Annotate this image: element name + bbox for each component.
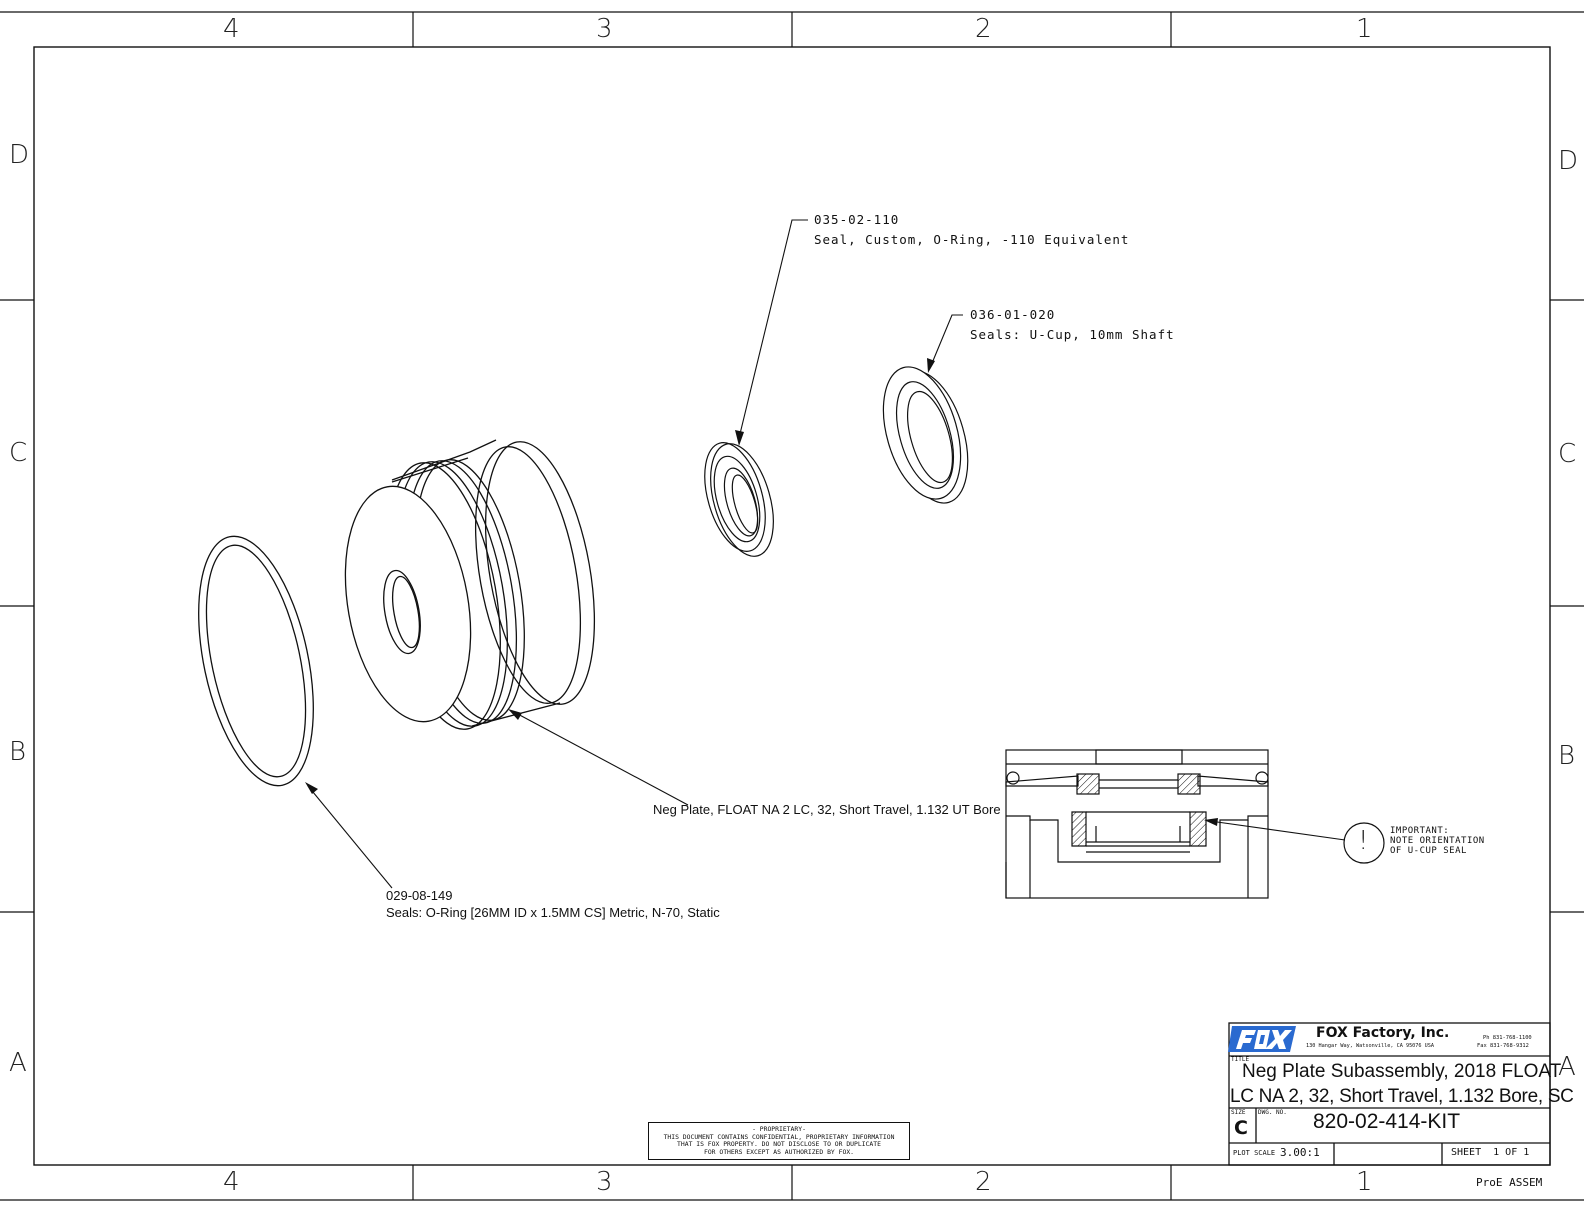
zone-row-left-a: A [9,1048,27,1078]
zone-row-right-c: C [1558,439,1577,469]
drawing-title-line-2: LC NA 2, 32, Short Travel, 1.132 Bore, S… [1230,1086,1574,1107]
proprietary-line-4: FOR OTHERS EXCEPT AS AUTHORIZED BY FOX. [703,1147,855,1156]
proprietary-line-2: THIS DOCUMENT CONTAINS CONFIDENTIAL, PRO… [663,1132,895,1141]
oring-description: Seals: O-Ring [26MM ID x 1.5MM CS] Metri… [386,905,720,920]
important-line-1: IMPORTANT: [1390,826,1450,836]
ucup-description: Seals: U-Cup, 10mm Shaft [970,327,1175,342]
zone-row-right-b: B [1558,741,1576,771]
company-fax: Fax 831-768-9312 [1477,1043,1529,1049]
leader-ucup [929,314,963,369]
zone-row-right-a: A [1558,1052,1576,1082]
proprietary-line-1: - PROPRIETARY- [752,1125,806,1133]
zone-col-bottom-1: 1 [1356,1167,1373,1197]
proprietary-line-3: THAT IS FOX PROPERTY. DO NOT DISCLOSE TO… [677,1140,881,1148]
ucup-part-number: 036-01-020 [970,307,1056,322]
zone-row-left-d: D [9,140,30,170]
seal-custom-part [704,442,774,557]
ucup-part [882,366,969,504]
leader-important [1209,820,1346,841]
oring-part-number: 029-08-149 [386,888,453,903]
title-label: TITLE [1231,1056,1250,1063]
important-line-3: OF U-CUP SEAL [1390,846,1467,856]
important-circle [1343,822,1385,864]
callout-oring: 029-08-149 Seals: O-Ring [26MM ID x 1.5M… [386,887,720,921]
section-view [1005,749,1269,899]
drawing-title-line-1: Neg Plate Subassembly, 2018 FLOAT [1242,1061,1562,1082]
zone-col-top-1: 1 [1356,14,1373,44]
seal-custom-part-number: 035-02-110 [814,212,900,227]
company-phone: Ph 831-768-1100 [1483,1035,1532,1041]
zone-col-bottom-2: 2 [975,1167,992,1197]
company-name: FOX Factory, Inc. [1316,1025,1450,1041]
neg-plate-part [344,439,596,730]
size-label: SIZE [1231,1109,1246,1116]
size-value: C [1234,1117,1248,1139]
zone-col-top-2: 2 [975,14,992,44]
zone-col-bottom-4: 4 [223,1167,240,1197]
zone-row-left-c: C [9,438,28,468]
callout-ucup: 036-01-020 Seals: U-Cup, 10mm Shaft [970,305,1175,345]
zone-row-right-d: D [1558,146,1579,176]
proe-assem-footer: ProE ASSEM [1476,1176,1543,1189]
title-block [1228,1022,1551,1166]
zone-col-bottom-3: 3 [596,1167,613,1197]
proprietary-notice: - PROPRIETARY- THIS DOCUMENT CONTAINS CO… [648,1122,910,1160]
callout-seal-custom: 035-02-110 Seal, Custom, O-Ring, -110 Eq… [814,210,1129,250]
company-address: 130 Hangar Way, Watsonville, CA 95076 US… [1306,1043,1435,1049]
plot-scale-label: PLOT SCALE [1233,1149,1276,1157]
fox-logo [1228,1026,1296,1052]
callout-important: IMPORTANT: NOTE ORIENTATION OF U-CUP SEA… [1390,826,1485,856]
leader-oring [307,785,393,889]
dwg-no-value: 820-02-414-KIT [1313,1110,1461,1133]
zone-row-left-b: B [9,737,27,767]
zone-col-top-4: 4 [223,14,240,44]
dwg-no-label: DWG. NO. [1258,1109,1287,1116]
seal-custom-description: Seal, Custom, O-Ring, -110 Equivalent [814,232,1130,247]
important-symbol: ! [1358,826,1369,856]
oring-part [198,535,314,787]
sheet-number: SHEET 1 OF 1 [1451,1147,1530,1158]
leader-seal-custom [738,219,808,439]
important-line-2: NOTE ORIENTATION [1390,836,1485,846]
callout-neg-plate: Neg Plate, FLOAT NA 2 LC, 32, Short Trav… [653,802,1001,817]
leader-neg-plate [513,711,689,806]
zone-col-top-3: 3 [596,14,613,44]
plot-scale-value: 3.00:1 [1280,1146,1320,1159]
